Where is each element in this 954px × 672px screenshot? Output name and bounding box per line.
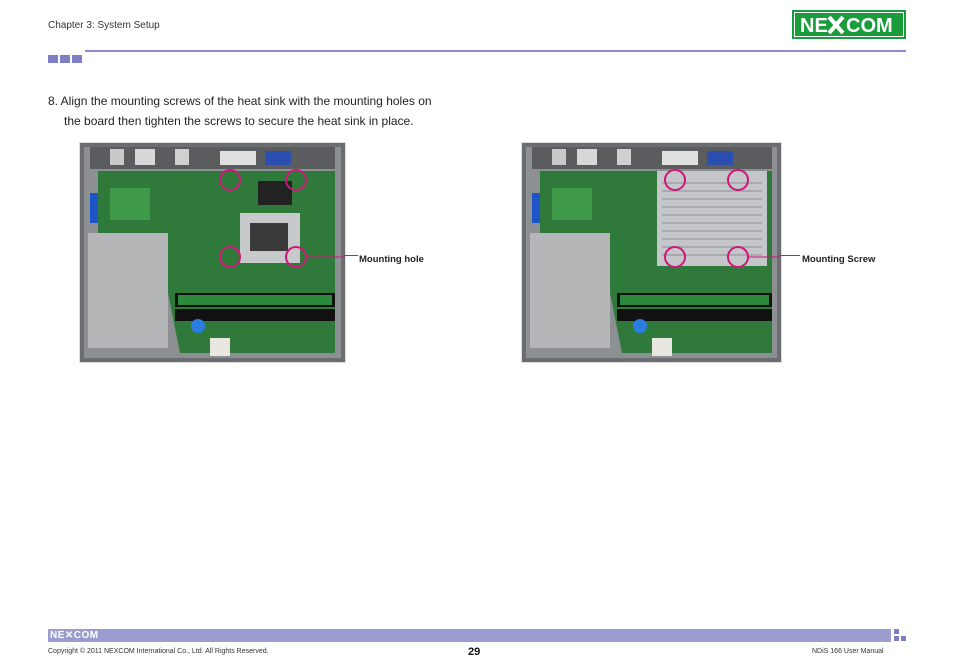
board-photo-mounting-holes <box>79 142 346 363</box>
footer-logo: NE✕COM <box>50 630 99 641</box>
header-squares <box>48 50 84 68</box>
header-divider <box>85 50 906 52</box>
callout-line-hole <box>344 255 358 256</box>
footer-bar <box>48 629 891 642</box>
chapter-title: Chapter 3: System Setup <box>48 20 160 31</box>
callout-mounting-screw: Mounting Screw <box>802 254 876 265</box>
callout-mounting-hole: Mounting hole <box>359 254 424 265</box>
board-photo-heat-sink <box>521 142 782 363</box>
page-number: 29 <box>468 646 481 658</box>
svg-text:NE: NE <box>800 15 828 37</box>
nexcom-logo: NE COM <box>792 10 906 39</box>
step-instruction: 8. Align the mounting screws of the heat… <box>48 91 478 131</box>
manual-title: NDiS 166 User Manual <box>812 648 884 655</box>
svg-text:COM: COM <box>846 15 893 37</box>
step-line-2: the board then tighten the screws to sec… <box>64 114 414 128</box>
copyright-text: Copyright © 2011 NEXCOM International Co… <box>48 648 269 655</box>
step-line-1: 8. Align the mounting screws of the heat… <box>48 94 432 108</box>
callout-line-screw <box>780 255 800 256</box>
